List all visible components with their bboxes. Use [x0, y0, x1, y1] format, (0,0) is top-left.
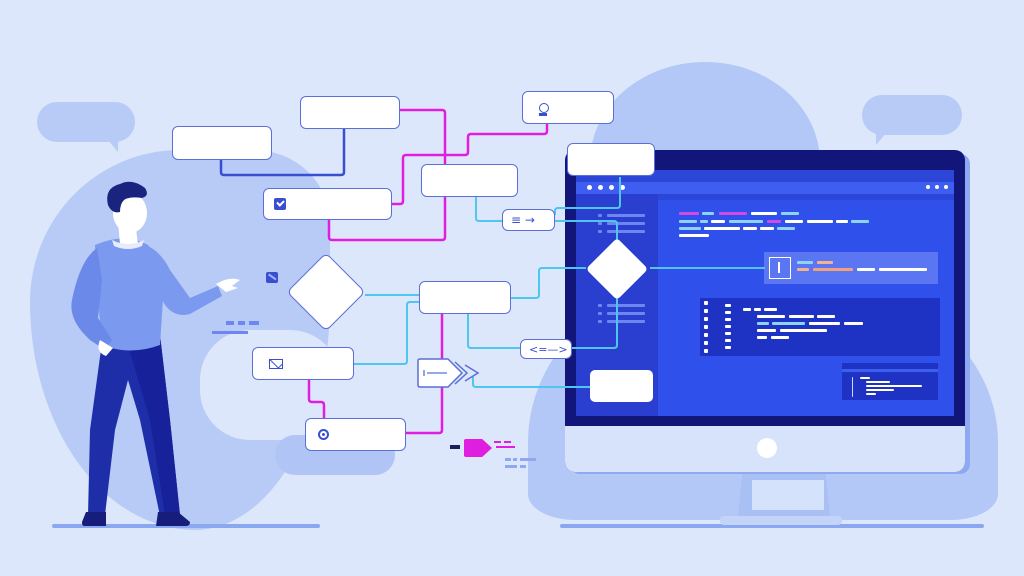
- monitor-stand-neck-inner: [752, 480, 824, 510]
- flow-box-monitor-top[interactable]: [567, 143, 655, 176]
- window-dots-right[interactable]: [926, 185, 948, 189]
- highlight-panel[interactable]: [764, 252, 938, 284]
- checkbox-icon: [274, 198, 286, 210]
- flow-box-center[interactable]: [419, 281, 511, 314]
- nested-code-panel: [700, 298, 940, 356]
- mail-icon: [269, 358, 283, 369]
- folder-pencil-icon: [266, 272, 278, 283]
- speech-bubble-left-tail: [108, 140, 118, 152]
- flow-box-checkbox[interactable]: [263, 188, 392, 220]
- speech-bubble-right: [862, 95, 962, 135]
- flow-box-lightbulb[interactable]: [522, 91, 614, 124]
- flow-box-top-center[interactable]: [300, 96, 400, 129]
- flow-box-code-arrows[interactable]: <=—>: [520, 339, 572, 359]
- ground-line-right: [560, 524, 984, 528]
- window-titlebar: [576, 182, 954, 194]
- mini-code-window[interactable]: [842, 363, 938, 400]
- window-dots-left[interactable]: [587, 185, 625, 190]
- flow-box-monitor-bottom[interactable]: [590, 370, 653, 402]
- gear-icon: [318, 429, 329, 440]
- text-cursor-box[interactable]: [769, 257, 791, 279]
- flow-box-gear[interactable]: [305, 418, 406, 451]
- list-arrow-icon: ≡ →: [511, 213, 535, 227]
- speech-bubble-right-tail: [876, 133, 886, 145]
- monitor-power-button[interactable]: [757, 438, 777, 458]
- monitor-stand-base: [720, 516, 842, 525]
- code-arrows-icon: <=—>: [529, 342, 568, 356]
- flow-box-middle-upper[interactable]: [421, 164, 518, 197]
- flow-box-list-arrow[interactable]: ≡ →: [502, 209, 555, 231]
- lightbulb-icon: [539, 102, 549, 116]
- flow-box-mail[interactable]: [252, 347, 354, 380]
- flow-box-top-left[interactable]: [172, 126, 272, 160]
- speech-bubble-left: [37, 102, 135, 142]
